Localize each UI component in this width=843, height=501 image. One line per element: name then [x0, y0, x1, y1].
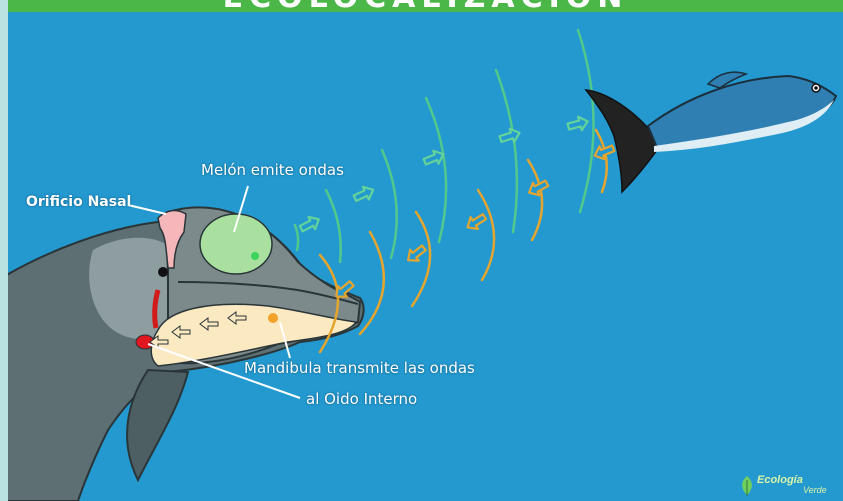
leaf-icon	[739, 475, 755, 497]
dolphin	[8, 207, 364, 501]
outgoing-arrow-4	[498, 126, 521, 145]
outgoing-waves	[295, 30, 594, 262]
diagram-art	[8, 0, 843, 501]
outgoing-arrow-2	[352, 183, 376, 204]
returning-wave-4	[478, 190, 494, 280]
dolphin-eye	[158, 267, 168, 277]
left-border	[0, 0, 8, 501]
returning-arrows	[332, 142, 616, 302]
water-background: ECOLOCALIZACIÓN	[8, 0, 843, 501]
mandible-dot	[268, 313, 278, 323]
returning-wave-5	[528, 160, 542, 240]
fish-pupil	[814, 86, 818, 90]
label-oido-interno: al Oido Interno	[306, 390, 417, 408]
outgoing-arrow-1	[298, 213, 322, 235]
outgoing-wave-5	[496, 70, 517, 232]
outgoing-wave-1	[295, 225, 298, 250]
label-mandibula: Mandibula transmite las ondas	[244, 359, 475, 377]
outgoing-wave-4	[426, 98, 446, 242]
label-orificio-nasal: Orificio Nasal	[26, 194, 131, 210]
outgoing-arrow-5	[567, 115, 590, 134]
returning-arrow-4	[404, 242, 428, 265]
ecologia-verde-logo: Ecología Verde	[739, 473, 839, 499]
returning-arrow-3	[464, 211, 488, 233]
returning-wave-6	[596, 130, 607, 192]
fish	[586, 72, 836, 192]
outgoing-wave-3	[382, 150, 397, 258]
melon-focus-dot	[251, 252, 259, 260]
logo-word-verde: Verde	[803, 485, 827, 495]
orificio-pointer	[128, 205, 166, 214]
outgoing-wave-2	[326, 190, 341, 262]
returning-wave-2	[360, 232, 384, 334]
fish-tail	[586, 90, 660, 192]
label-melon: Melón emite ondas	[201, 161, 344, 179]
logo-word-ecologia: Ecología	[757, 474, 803, 486]
